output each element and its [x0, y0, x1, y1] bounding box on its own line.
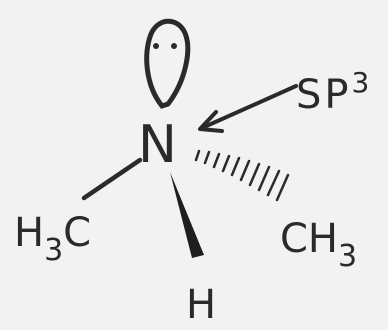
lone-pair-orbital	[144, 18, 191, 109]
hybridization-arrow	[198, 84, 298, 133]
hydrogen-atom-label: H	[186, 282, 216, 328]
bond-to-left-methyl	[81, 157, 143, 201]
nitrogen-atom-label: N	[138, 115, 177, 175]
wedge-bond-to-hydrogen	[170, 172, 204, 258]
hybridization-label: SP3	[296, 66, 372, 118]
left-methyl-label: H3C	[14, 210, 91, 268]
hashed-bond-to-right-methyl	[194, 149, 290, 202]
right-methyl-label: CH3	[280, 216, 357, 274]
